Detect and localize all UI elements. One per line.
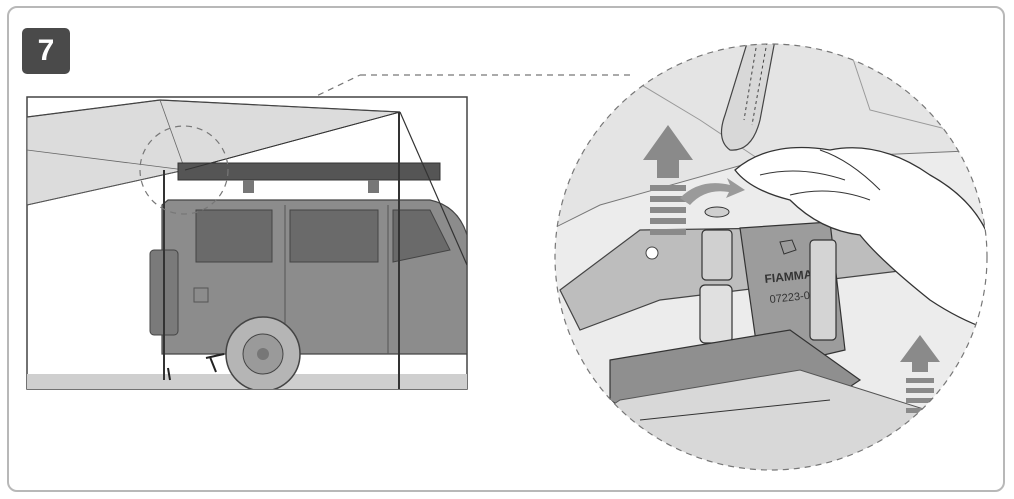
magnified-detail: FIAMMA 07223-0 <box>550 40 990 480</box>
awning-case <box>178 163 440 180</box>
overview-scene <box>27 97 467 391</box>
